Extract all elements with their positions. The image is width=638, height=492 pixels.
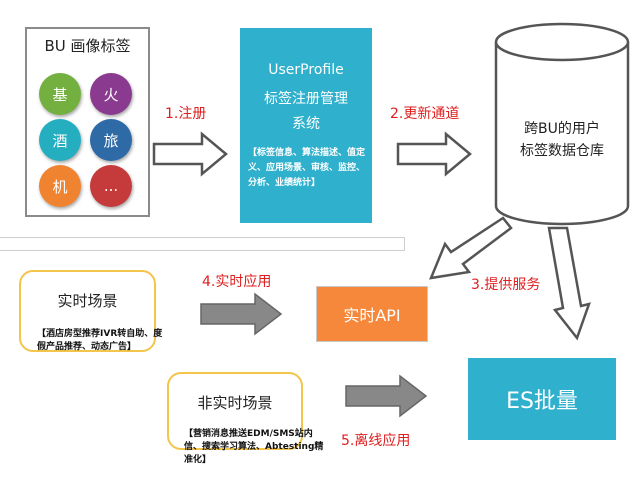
- user-profile-system-box: UserProfile 标签注册管理 系统 【标签信息、算法描述、值定义、应用场…: [240, 28, 372, 223]
- realtime-api-box: 实时API: [316, 286, 428, 342]
- data-warehouse-cylinder: [494, 22, 630, 226]
- tag-circle-jiu: 酒: [39, 119, 81, 161]
- user-profile-detail: 【标签信息、算法描述、值定义、应用场景、审核、监控、分析、业绩统计】: [248, 148, 366, 188]
- tag-circle-lv: 旅: [90, 119, 132, 161]
- offline-scene-note: 【营销消息推送EDM/SMS站内信、搜索学习算法、Abtesting精准化】: [184, 429, 324, 465]
- offline-scene-box: 非实时场景: [167, 372, 303, 450]
- tag-label: 机: [52, 177, 68, 196]
- arrow-realtime-app: [200, 292, 283, 336]
- step-offline-label: 5.离线应用: [341, 433, 411, 449]
- es-batch-box: ES批量: [468, 358, 616, 440]
- step-provide-label: 3.提供服务: [471, 277, 541, 293]
- arrow-to-realtime-api: [428, 216, 513, 280]
- realtime-scene-title: 实时场景: [57, 292, 118, 310]
- arrow-register: [152, 131, 228, 177]
- warehouse-label-line1: 跨BU的用户: [524, 121, 600, 137]
- tag-label: 旅: [103, 131, 119, 150]
- realtime-scene-note: 【酒店房型推荐IVR转自助、度假产品推荐、动态广告】: [37, 329, 163, 352]
- tag-label: 基: [52, 85, 68, 104]
- step-update-label: 2.更新通道: [390, 106, 460, 122]
- step-register-label: 1.注册: [165, 106, 207, 122]
- bu-tag-box: BU 画像标签 基 火 酒 旅 机 ...: [25, 27, 150, 217]
- arrow-offline-app: [345, 374, 428, 418]
- warehouse-label-line2: 标签数据仓库: [520, 143, 604, 159]
- realtime-scene-box: 实时场景: [19, 270, 156, 352]
- user-profile-title: UserProfile: [268, 62, 344, 78]
- tag-circle-huo: 火: [90, 73, 132, 115]
- tag-label: 火: [103, 85, 119, 104]
- arrow-update-channel: [396, 131, 472, 177]
- es-batch-label: ES批量: [506, 389, 578, 414]
- bu-box-title: BU 画像标签: [44, 37, 131, 55]
- realtime-api-label: 实时API: [343, 306, 401, 325]
- step-realtime-label: 4.实时应用: [202, 274, 272, 290]
- section-divider: [0, 237, 405, 251]
- tag-label: 酒: [52, 131, 68, 150]
- tag-label: ...: [103, 177, 119, 195]
- tag-circle-ji: 基: [39, 73, 81, 115]
- user-profile-subtitle-2: 系统: [292, 116, 320, 132]
- offline-scene-title: 非实时场景: [197, 394, 273, 412]
- warehouse-label: 跨BU的用户 标签数据仓库: [497, 118, 627, 162]
- arrow-provide-service: [547, 226, 591, 341]
- user-profile-subtitle: 标签注册管理: [264, 91, 348, 107]
- tag-circle-more: ...: [90, 165, 132, 207]
- tag-circle-ji2: 机: [39, 165, 81, 207]
